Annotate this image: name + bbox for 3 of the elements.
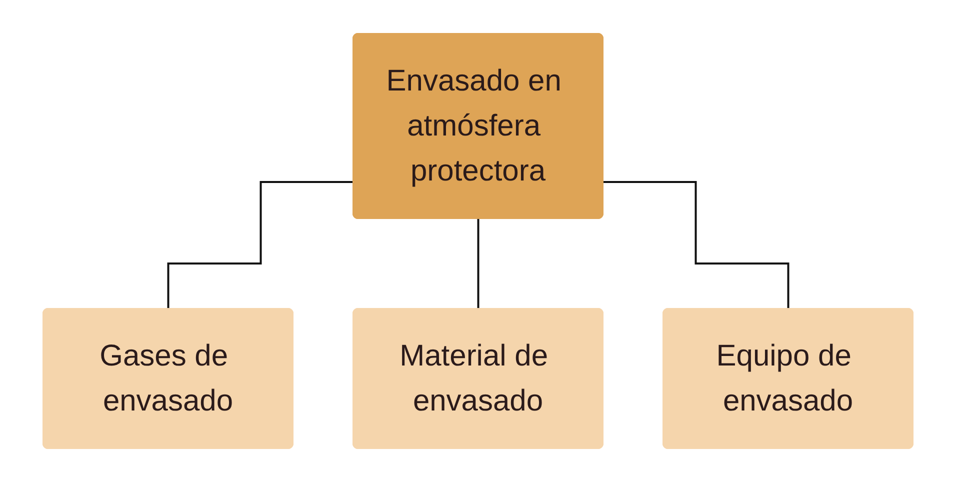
connector [166,180,353,310]
connector [603,180,789,310]
connector [476,218,479,310]
